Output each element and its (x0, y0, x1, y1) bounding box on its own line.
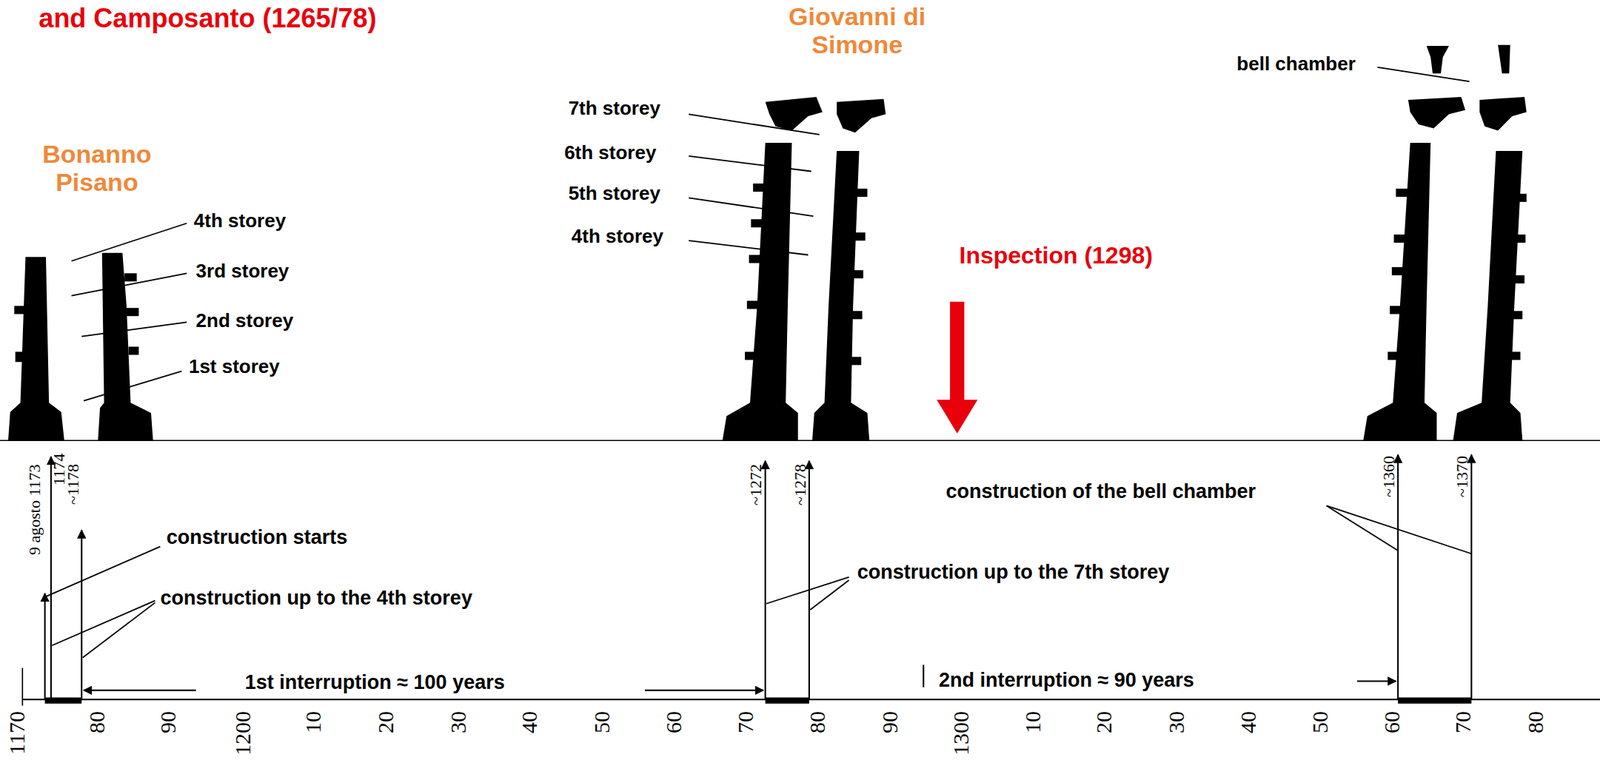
axis-tick-label: 1300 (949, 711, 973, 756)
axis-tick-label: 80 (806, 711, 829, 734)
title-fragment: and Camposanto (1265/78) (38, 2, 377, 34)
annotation: construction of the bell chamber (946, 480, 1257, 504)
axis-tick-label: 50 (590, 711, 614, 734)
axis-tick-label: 80 (1524, 711, 1547, 734)
date-label: ~1272 (747, 464, 765, 506)
date-label: ~1278 (792, 464, 809, 506)
tower-section-4th-storey (8, 253, 154, 442)
axis-tick-label: 60 (662, 711, 685, 734)
storey-label: 2nd storey (196, 310, 294, 333)
axis-tick-label: 90 (878, 711, 902, 734)
date-arrows (45, 455, 1472, 701)
axis-tick-label: 90 (156, 711, 180, 734)
storey-label: 1st storey (188, 356, 280, 379)
annotation: construction up to the 7th storey (857, 561, 1170, 585)
axis-tick-label: 20 (1092, 711, 1116, 734)
axis-tick-label: 70 (1451, 711, 1475, 734)
date-label: ~1360 (1380, 456, 1398, 498)
storey-label: 3rd storey (196, 260, 290, 283)
axis-tick-label: 40 (518, 711, 541, 734)
storey-label: 7th storey (568, 97, 661, 120)
axis-tick-label: 1200 (231, 711, 254, 756)
axis-tick-label: 10 (1021, 711, 1044, 734)
interruption-label: 2nd interruption ≈ 90 years (938, 669, 1195, 693)
annotation: construction up to the 4th storey (159, 587, 473, 611)
date-label: ~1370 (1454, 456, 1471, 498)
ground-line (0, 439, 1600, 442)
storey-label: 5th storey (568, 182, 661, 206)
architect-name: Bonanno Pisano (31, 140, 162, 197)
inspection-note: Inspection (1298) (958, 242, 1153, 270)
tower-section-bell-chamber (1363, 45, 1527, 442)
storey-label: 4th storey (193, 210, 286, 233)
axis-tick-label: 50 (1309, 711, 1332, 734)
time-axis (22, 698, 1600, 701)
leader-lines (45, 67, 1472, 659)
annotation: construction starts (166, 526, 348, 550)
date-label: ~1178 (65, 464, 82, 505)
storey-label: 4th storey (571, 225, 664, 249)
axis-tick-label: 10 (302, 711, 325, 734)
axis-tick-label: 30 (447, 711, 470, 734)
construction-bars (45, 698, 1472, 705)
interruption-label: 1st interruption ≈ 100 years (245, 671, 505, 695)
interruption-tick (922, 664, 925, 688)
architect-name: Giovanni di Simone (783, 2, 932, 59)
storey-label: 6th storey (564, 142, 656, 165)
axis-tick-label: 20 (374, 711, 397, 734)
part-label: bell chamber (1236, 53, 1355, 76)
axis-tick-label: 70 (734, 711, 757, 734)
tower-section-7th-storey (722, 96, 887, 441)
axis-start (21, 668, 23, 707)
inspection-arrow (936, 302, 978, 434)
axis-tick-label: 40 (1237, 711, 1260, 734)
date-label: 9 agosto 1173 (26, 464, 43, 556)
axis-tick-label: 30 (1165, 711, 1188, 734)
axis-tick-label: 60 (1380, 711, 1404, 734)
axis-tick-label: 1170 (5, 711, 29, 756)
axis-tick-label: 80 (85, 711, 109, 734)
